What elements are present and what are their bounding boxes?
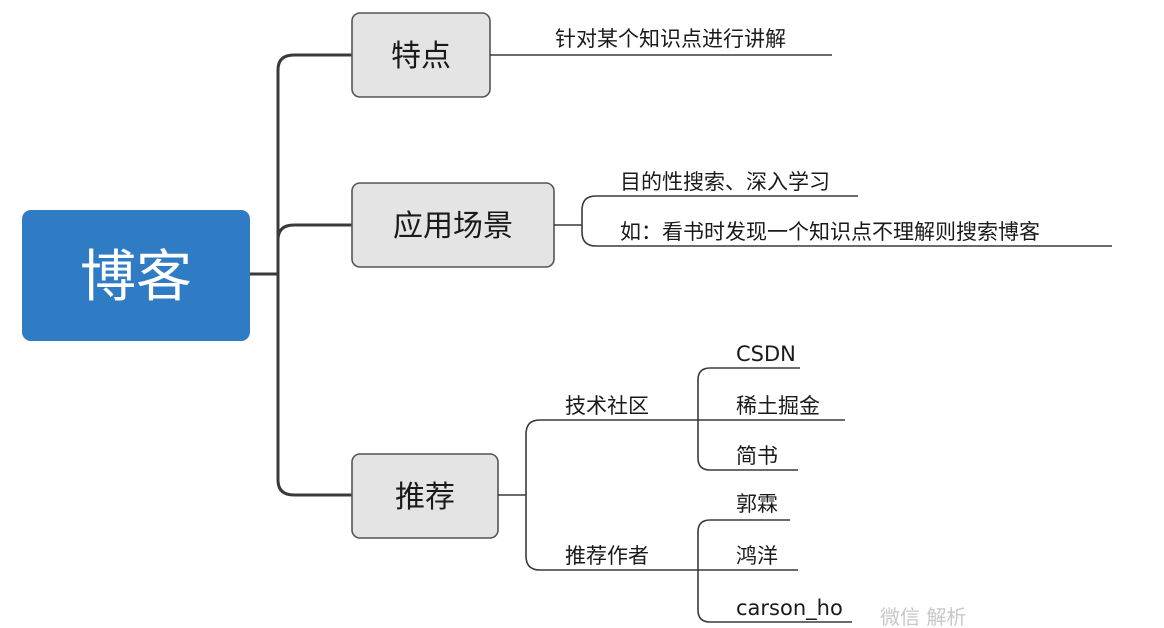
- branch-label: 推荐: [395, 480, 455, 515]
- scenarios-split: [581, 195, 597, 247]
- leaf-scenarios-0: 目的性搜索、深入学习: [620, 170, 830, 194]
- authors-split: [697, 519, 711, 623]
- branch-features[interactable]: 特点: [351, 12, 491, 98]
- trunk-to-features: [276, 53, 352, 274]
- branch-label: 应用场景: [393, 209, 513, 244]
- group-authors-label: 推荐作者: [565, 544, 649, 568]
- community-split: [697, 367, 711, 471]
- authors-item-1: 鸿洋: [736, 544, 778, 568]
- authors-item-2: carson_ho: [736, 596, 843, 621]
- watermark: 微信 解析: [880, 605, 966, 628]
- leaf-features-0: 针对某个知识点进行讲解: [555, 27, 786, 51]
- trunk-to-recommend: [276, 274, 352, 497]
- branch-scenarios[interactable]: 应用场景: [351, 182, 555, 268]
- community-item-2: 简书: [736, 444, 778, 468]
- root-label: 博客: [80, 245, 192, 310]
- authors-item-0: 郭霖: [736, 492, 778, 516]
- recommend-split: [525, 419, 541, 571]
- root-node[interactable]: 博客: [22, 210, 250, 341]
- group-community-label: 技术社区: [565, 394, 649, 418]
- branch-label: 特点: [391, 39, 451, 74]
- community-item-1: 稀土掘金: [736, 394, 820, 418]
- leaf-scenarios-1: 如：看书时发现一个知识点不理解则搜索博客: [620, 220, 1040, 244]
- trunk-to-scenarios: [276, 223, 352, 274]
- branch-recommend[interactable]: 推荐: [351, 453, 499, 539]
- community-item-0: CSDN: [736, 342, 796, 366]
